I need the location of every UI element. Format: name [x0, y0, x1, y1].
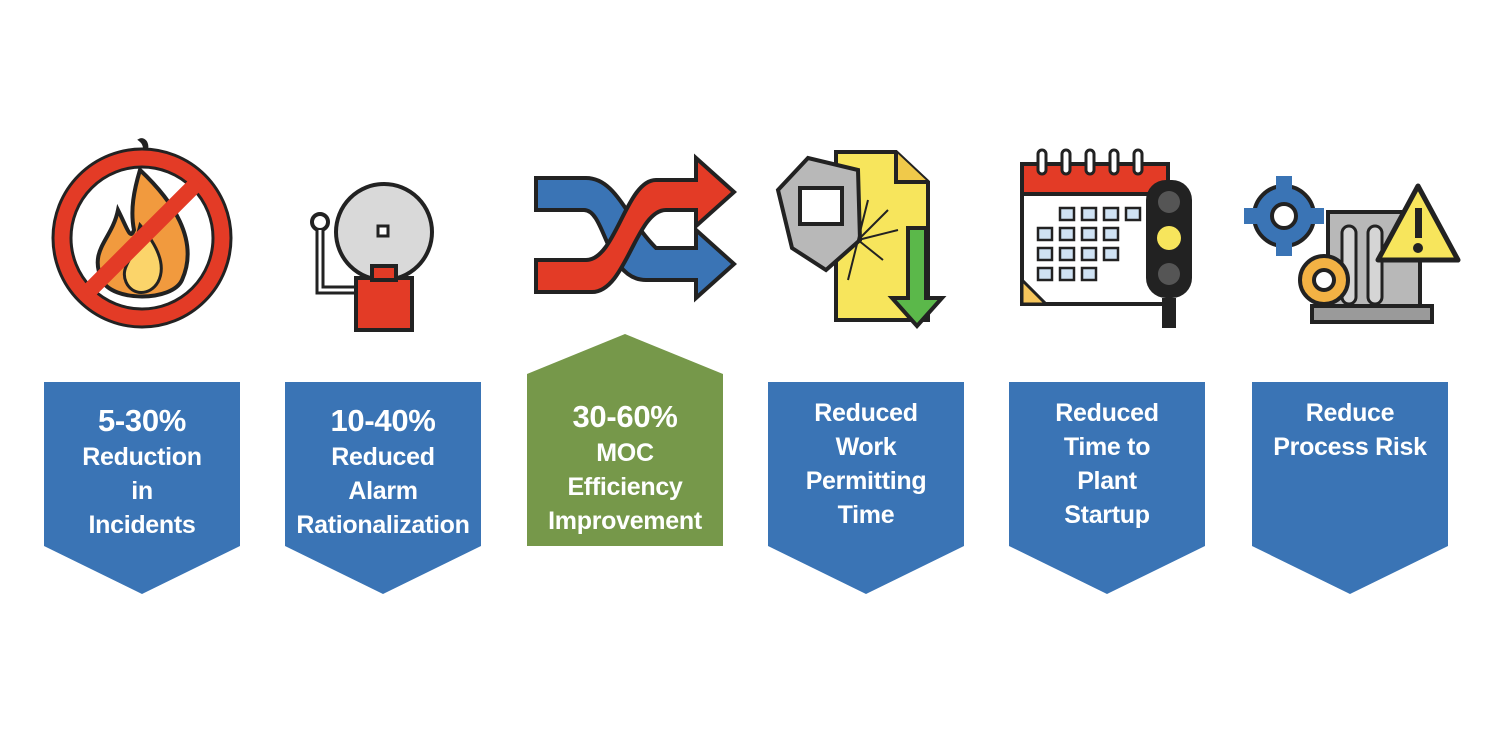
banner-line: Reduce [1305, 399, 1395, 427]
calendar-traffic-light-icon [990, 130, 1230, 350]
banner-line: Plant [1077, 467, 1137, 495]
banner-moc: 30-60% MOC Efficiency Improvement [527, 334, 723, 546]
no-fire-icon [22, 130, 262, 350]
banner-permitting: Reduced Work Permitting Time [768, 382, 964, 594]
banner-line: Rationalization [296, 511, 470, 539]
percent-value: 5-30% [97, 403, 187, 438]
percent-value: 10-40% [330, 403, 436, 438]
banner-line: Startup [1064, 501, 1150, 529]
gears-warning-icon [1232, 130, 1472, 350]
banner-line: Reduction [82, 443, 202, 471]
welding-permit-icon [748, 130, 988, 350]
shuffle-arrows-icon [506, 130, 746, 350]
banner-line: Time [837, 501, 895, 529]
banner-line: in [131, 477, 153, 505]
banner-line: Time to [1063, 433, 1151, 461]
banner-incidents: 5-30% Reduction in Incidents [44, 382, 240, 594]
alarm-bell-icon [264, 130, 504, 350]
banner-line: Reduced [814, 399, 918, 427]
banner-alarm: 10-40% Reduced Alarm Rationalization [285, 382, 481, 594]
banner-line: Permitting [805, 467, 927, 495]
banner-line: Reduced [1055, 399, 1159, 427]
banner-line: Incidents [88, 511, 196, 539]
banner-line: Work [835, 433, 897, 461]
banner-line: MOC [596, 439, 654, 467]
banner-line: Alarm [348, 477, 418, 505]
banner-line: Improvement [548, 507, 702, 535]
percent-value: 30-60% [572, 399, 678, 434]
banner-process-risk: Reduce Process Risk [1252, 382, 1448, 594]
banner-startup: Reduced Time to Plant Startup [1009, 382, 1205, 594]
banner-line: Process Risk [1273, 433, 1427, 461]
banner-line: Efficiency [567, 473, 683, 501]
banner-line: Reduced [331, 443, 435, 471]
